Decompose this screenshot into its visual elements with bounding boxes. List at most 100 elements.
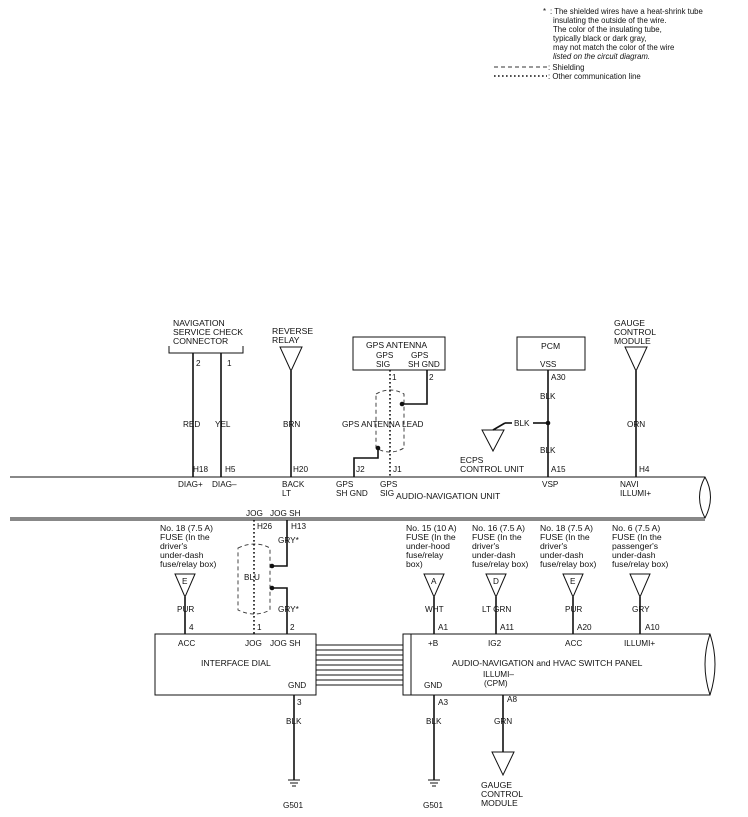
legend-note-line-1: : The shielded wires have a heat-shrink … [550, 7, 703, 16]
wire-blk-dial-label: BLK [286, 717, 302, 726]
ground-g501-1: G501 [283, 801, 303, 810]
pin-h5: H5 [225, 465, 236, 474]
pin-jog-2: 2 [290, 623, 295, 632]
audio-unit-break [699, 476, 706, 519]
fuse2-letter: A [431, 577, 437, 586]
fuse1-line-4: under-dash [160, 550, 204, 560]
fuse4-letter: E [570, 577, 576, 586]
switch-panel-name: AUDIO-NAVIGATION and HVAC SWITCH PANEL [452, 658, 643, 668]
pcm-title: PCM [541, 341, 560, 351]
fuse4-line-2: FUSE (In the [540, 532, 590, 542]
wire-wht-label: WHT [425, 605, 444, 614]
wire-gry-star-1: GRY* [278, 536, 300, 545]
wire-blk-lower-label: BLK [540, 446, 556, 455]
nav-connector-label-2: SERVICE CHECK [173, 327, 243, 337]
wire-red-label: RED [183, 420, 200, 429]
switch-panel-break [704, 633, 711, 696]
wire-pur-1-label: PUR [177, 605, 194, 614]
label-sh-gnd: SH GND [336, 489, 368, 498]
label-lt: LT [282, 489, 291, 498]
fuse-no18-panel: No. 18 (7.5 A) FUSE (In the driver's und… [540, 523, 597, 634]
fuse1-letter: E [182, 577, 188, 586]
fuse1-line-5: fuse/relay box) [160, 559, 217, 569]
gps-splice-upper [399, 401, 405, 407]
gauge-top-label-3: MODULE [614, 336, 651, 346]
fuse3-line-2: FUSE (In the [472, 532, 522, 542]
label-diag-minus: DIAG– [212, 480, 237, 489]
jog-splice-lower [269, 585, 275, 591]
wire-gry-star-2: GRY* [278, 605, 300, 614]
interface-dial: ACC JOG JOG SH INTERFACE DIAL GND [154, 633, 317, 696]
wire-pur-2-label: PUR [565, 605, 582, 614]
pin-a20: A20 [577, 623, 592, 632]
fuse5-line-2: FUSE (In the [612, 532, 662, 542]
pin-a15: A15 [551, 465, 566, 474]
wire-orn-label: ORN [627, 420, 645, 429]
jog-sh-wire-upper [272, 520, 288, 567]
fuse5-line-3: passenger's [612, 541, 658, 551]
reverse-relay-label-1: REVERSE [272, 326, 313, 336]
jog-sh-wire-lower [272, 587, 288, 634]
ground-g501-2: G501 [423, 801, 443, 810]
dial-pin-jog-sh: JOG SH [270, 639, 301, 648]
gps-splice-lower [375, 445, 381, 451]
pin-h4: H4 [639, 465, 650, 474]
panel-pin-ig2: IG2 [488, 639, 502, 648]
pcm-box [516, 336, 586, 371]
jog-shielding [237, 543, 271, 615]
wire-lt-grn-label: LT GRN [482, 605, 511, 614]
fuse2-line-2: FUSE (In the [406, 532, 456, 542]
fuse5-line-1: No. 6 (7.5 A) [612, 523, 660, 533]
pcm-pin-a30: A30 [551, 373, 566, 382]
gps-antenna-title: GPS ANTENNA [366, 340, 427, 350]
reverse-relay-label-2: RELAY [272, 335, 300, 345]
gps-lead-shielding [375, 389, 405, 453]
gauge-top-label-1: GAUGE [614, 318, 645, 328]
label-illumi-plus: ILLUMI+ [620, 489, 651, 498]
label-vsp: VSP [542, 480, 559, 489]
legend-note-line-2: insulating the outside of the wire. [553, 16, 667, 25]
pin-h18: H18 [193, 465, 208, 474]
gps-sh-gnd-wire-lower [353, 448, 379, 477]
fuse5-line-5: fuse/relay box) [612, 559, 669, 569]
pin-a1: A1 [438, 623, 448, 632]
pcm: PCM VSS A30 BLK BLK BLK [514, 336, 586, 477]
fuse4-triangle [562, 573, 584, 599]
interface-dial-box [154, 633, 317, 696]
pin-a11: A11 [500, 623, 514, 632]
jog-splice-upper [269, 563, 275, 569]
fuse3-line-3: driver's [472, 541, 499, 551]
legend-note-line-5: may not match the color of the wire [553, 43, 674, 52]
wire-blk-label: BLK [540, 392, 556, 401]
pin-h13: H13 [291, 522, 306, 531]
fuse3-letter: D [493, 577, 499, 586]
gps-pin1-label-2: SIG [376, 360, 390, 369]
interface-dial-name: INTERFACE DIAL [201, 658, 271, 668]
dial-ground: 3 BLK G501 [283, 695, 303, 810]
fuse-no18-dial: No. 18 (7.5 A) FUSE (In the driver's und… [160, 523, 217, 634]
pin-h20: H20 [293, 465, 308, 474]
pin-3: 3 [297, 698, 302, 707]
gauge-bottom-triangle [491, 751, 515, 777]
fuse1-line-2: FUSE (In the [160, 532, 210, 542]
gps-pin2-label-1: GPS [411, 351, 429, 360]
wire-brn-label: BRN [283, 420, 300, 429]
gauge-top-label-2: CONTROL [614, 327, 656, 337]
gps-pin-2: 2 [429, 373, 434, 382]
nav-connector-bracket [168, 346, 244, 354]
label-back: BACK [282, 480, 305, 489]
nav-connector-label-1: NAVIGATION [173, 318, 225, 328]
wire-blk-panel-label: BLK [426, 717, 442, 726]
legend-shielding-label: : Shielding [548, 63, 584, 72]
fuse-no15: No. 15 (10 A) FUSE (In the under-hood fu… [406, 523, 457, 634]
gps-antenna: GPS ANTENNA GPS SIG GPS SH GND 1 2 GPS A… [342, 336, 446, 477]
fuse4-line-1: No. 18 (7.5 A) [540, 523, 593, 533]
pin-a3: A3 [438, 698, 448, 707]
fuse3-line-4: under-dash [472, 550, 516, 560]
pin-4: 4 [189, 623, 194, 632]
wire-blk-ecps-label: BLK [514, 419, 530, 428]
label-gps-sig-2: SIG [380, 489, 394, 498]
fuse1-line-1: No. 18 (7.5 A) [160, 523, 213, 533]
audio-navigation-unit: AUDIO-NAVIGATION UNIT H18 H5 H20 J2 J1 A… [10, 465, 711, 519]
